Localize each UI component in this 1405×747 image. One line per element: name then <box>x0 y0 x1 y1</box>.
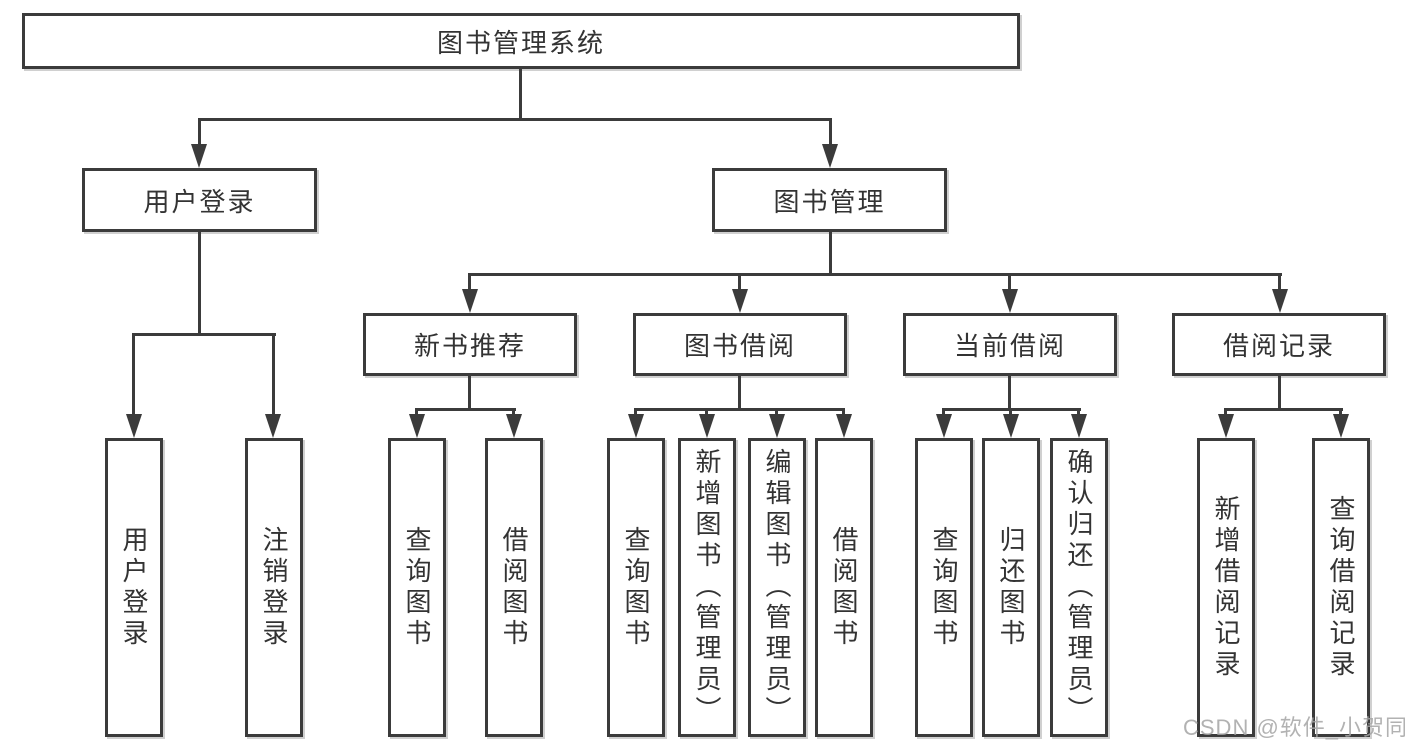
arrow-down-icon <box>732 289 748 313</box>
arrow-down-icon <box>822 144 838 168</box>
arrow-down-icon <box>936 414 952 438</box>
node-book-management: 图书管理 <box>712 168 947 232</box>
connector-line <box>1008 376 1011 410</box>
connector-line <box>1224 408 1343 411</box>
leaf-logout: 注销登录 <box>245 438 303 737</box>
arrow-down-icon <box>1002 289 1018 313</box>
arrow-down-icon <box>628 414 644 438</box>
connector-line <box>198 118 832 121</box>
connector-line <box>519 69 522 118</box>
arrow-down-icon <box>126 414 142 438</box>
leaf-label: 查询图书 <box>621 525 651 650</box>
node-borrow-records: 借阅记录 <box>1172 313 1386 376</box>
arrow-down-icon <box>191 144 207 168</box>
leaf-label: 查询图书 <box>402 525 432 650</box>
connector-line <box>634 408 845 411</box>
leaf-label: 确认归还（管理员） <box>1064 448 1094 727</box>
node-new-book-recommend: 新书推荐 <box>363 313 577 376</box>
arrow-down-icon <box>769 414 785 438</box>
arrow-down-icon <box>506 414 522 438</box>
arrow-down-icon <box>836 414 852 438</box>
leaf-label: 借阅图书 <box>499 525 529 650</box>
connector-line <box>829 118 832 148</box>
connector-line <box>738 376 741 410</box>
arrow-down-icon <box>1218 414 1234 438</box>
connector-line <box>198 232 201 335</box>
leaf-label: 新增借阅记录 <box>1211 494 1241 681</box>
connector-line <box>272 333 275 417</box>
leaf-confirm-return-admin: 确认归还（管理员） <box>1050 438 1108 737</box>
connector-line <box>198 118 201 148</box>
leaf-label: 查询借阅记录 <box>1326 494 1356 681</box>
leaf-query-borrow-record: 查询借阅记录 <box>1312 438 1370 737</box>
connector-line <box>738 273 741 293</box>
connector-line <box>1278 376 1281 410</box>
leaf-edit-books-admin: 编辑图书（管理员） <box>748 438 806 737</box>
leaf-borrow-books-recommend: 借阅图书 <box>485 438 543 737</box>
node-root: 图书管理系统 <box>22 13 1020 69</box>
connector-line <box>1008 273 1011 293</box>
leaf-user-login: 用户登录 <box>105 438 163 737</box>
leaf-query-books-current: 查询图书 <box>915 438 973 737</box>
watermark: CSDN @软件_小贺同学 <box>1183 715 1405 740</box>
leaf-add-books-admin: 新增图书（管理员） <box>678 438 736 737</box>
connector-line <box>468 273 471 293</box>
arrow-down-icon <box>409 414 425 438</box>
connector-line <box>132 333 135 417</box>
node-current-borrow: 当前借阅 <box>903 313 1117 376</box>
connector-line <box>132 333 276 336</box>
node-user-login: 用户登录 <box>82 168 317 232</box>
arrow-down-icon <box>462 289 478 313</box>
connector-line <box>468 376 471 410</box>
connector-line <box>1278 273 1281 293</box>
leaf-label: 归还图书 <box>996 525 1026 650</box>
node-book-borrow: 图书借阅 <box>633 313 847 376</box>
leaf-label: 注销登录 <box>259 525 289 650</box>
leaf-query-books-borrow: 查询图书 <box>607 438 665 737</box>
connector-line <box>829 232 832 276</box>
leaf-label: 查询图书 <box>929 525 959 650</box>
connector-line <box>468 273 1282 276</box>
leaf-label: 编辑图书（管理员） <box>762 448 792 727</box>
arrow-down-icon <box>265 414 281 438</box>
arrow-down-icon <box>1003 414 1019 438</box>
arrow-down-icon <box>1071 414 1087 438</box>
connector-line <box>415 408 516 411</box>
leaf-add-borrow-record: 新增借阅记录 <box>1197 438 1255 737</box>
arrow-down-icon <box>699 414 715 438</box>
leaf-borrow-books: 借阅图书 <box>815 438 873 737</box>
arrow-down-icon <box>1272 289 1288 313</box>
leaf-label: 新增图书（管理员） <box>692 448 722 727</box>
leaf-label: 用户登录 <box>119 525 149 650</box>
arrow-down-icon <box>1333 414 1349 438</box>
leaf-label: 借阅图书 <box>829 525 859 650</box>
leaf-return-books: 归还图书 <box>982 438 1040 737</box>
leaf-query-books-recommend: 查询图书 <box>388 438 446 737</box>
